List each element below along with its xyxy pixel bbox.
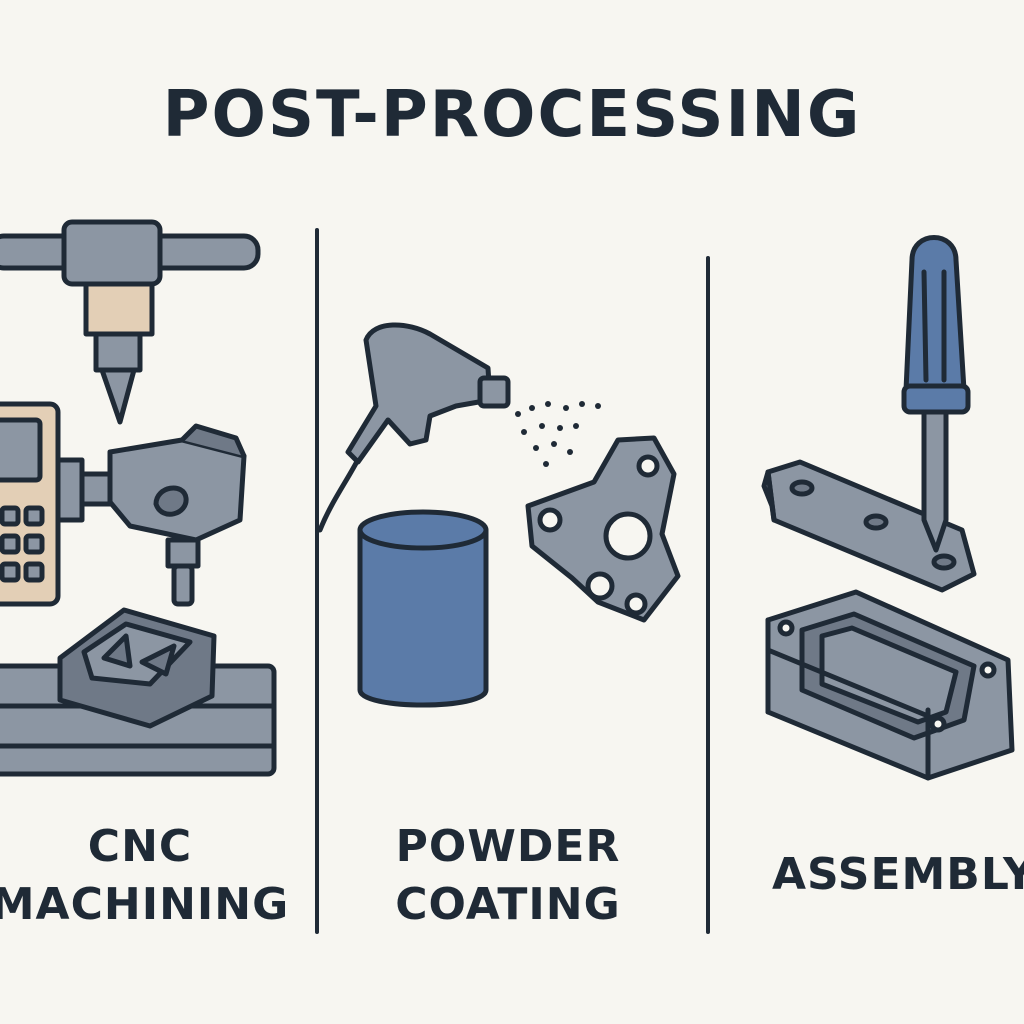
panel-assembly: ASSEMBLY bbox=[712, 190, 1024, 950]
divider-left bbox=[315, 228, 319, 934]
spray-gun-icon bbox=[318, 322, 681, 708]
label-powder-line1: POWDER bbox=[395, 821, 621, 872]
page-title: POST-PROCESSING bbox=[162, 78, 862, 152]
label-assembly-line1: ASSEMBLY bbox=[772, 849, 1024, 900]
label-powder-coating: POWDER COATING bbox=[318, 818, 698, 934]
divider-right bbox=[706, 256, 710, 934]
label-cnc-line1: CNC bbox=[87, 821, 193, 872]
label-cnc-line2: MACHINING bbox=[0, 879, 290, 930]
cnc-machine-icon bbox=[0, 219, 277, 777]
screwdriver-icon bbox=[761, 235, 1015, 781]
label-powder-line2: COATING bbox=[395, 879, 621, 930]
panel-powder-coating: POWDER COATING bbox=[318, 190, 704, 950]
label-cnc-machining: CNC MACHINING bbox=[0, 818, 296, 934]
panel-cnc-machining: CNC MACHINING bbox=[0, 190, 312, 950]
label-assembly: ASSEMBLY bbox=[772, 846, 1024, 904]
